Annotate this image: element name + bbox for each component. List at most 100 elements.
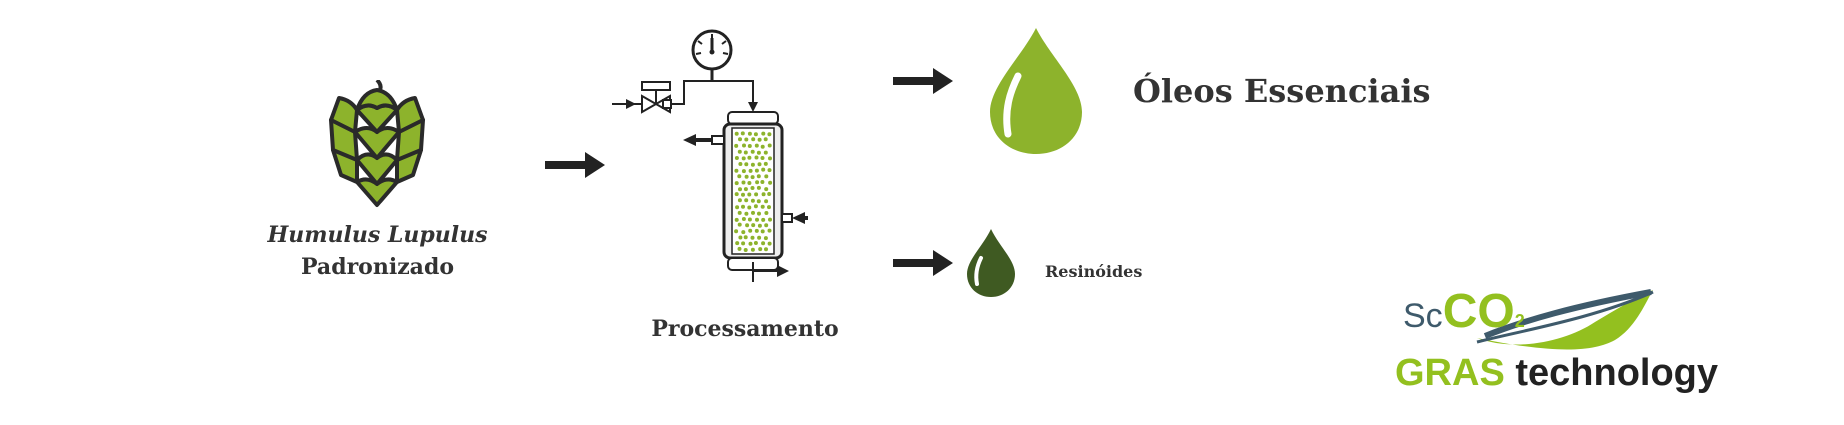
bed-particle	[748, 168, 753, 173]
bed-particle	[747, 217, 752, 222]
bed-particle	[734, 143, 739, 148]
bed-particle	[756, 174, 761, 179]
bed-particle	[763, 161, 768, 166]
bed-particle	[763, 236, 768, 241]
essential-oils-label: Óleos Essenciais	[1133, 72, 1431, 110]
bed-particle	[761, 241, 766, 246]
leaf-icon	[1476, 289, 1654, 350]
bed-particle	[767, 168, 772, 173]
bed-particle	[763, 150, 768, 155]
bed-particle	[747, 155, 752, 160]
bed-particle	[750, 198, 755, 203]
bed-particle	[738, 162, 743, 166]
bed-particle	[750, 235, 755, 240]
bed-particle	[756, 150, 761, 155]
arrow-right-icon	[893, 68, 953, 94]
bed-particle	[748, 228, 753, 233]
bed-particle	[760, 156, 765, 160]
hop-standard-label: Padronizado	[300, 254, 454, 280]
bed-particle	[737, 210, 742, 215]
bed-particle	[743, 235, 748, 240]
bed-particle	[737, 198, 742, 203]
bed-particle	[757, 211, 761, 216]
bed-particle	[744, 162, 749, 167]
bed-particle	[761, 131, 766, 136]
bed-particle	[743, 187, 748, 192]
bed-particle	[740, 131, 745, 136]
drop-icon	[990, 28, 1082, 154]
extraction-column-icon	[612, 29, 808, 282]
bed-particle	[734, 181, 739, 186]
bed-particle	[741, 192, 745, 197]
bed-particle	[744, 211, 749, 216]
bed-particle	[764, 187, 769, 192]
bed-particle	[747, 131, 752, 136]
bed-particle	[757, 223, 762, 228]
outlet-arrow-icon	[752, 262, 789, 277]
bed-particle	[750, 186, 755, 190]
bed-particle	[753, 204, 758, 209]
bed-particle	[735, 205, 740, 210]
hop-species-label: Humulus Lupulus	[267, 222, 488, 248]
bed-particle	[742, 143, 746, 148]
scco2-logo: ScCO2 GRAS technology	[1395, 272, 1718, 402]
bed-particle	[735, 241, 740, 246]
bed-particle	[763, 137, 768, 142]
bed-particle	[754, 168, 759, 173]
bed-particle	[767, 241, 772, 246]
hop-cone-icon	[329, 80, 425, 207]
bed-particle	[764, 223, 769, 228]
arrow-right-icon	[893, 250, 953, 276]
bed-particle	[751, 137, 756, 142]
bed-particle	[737, 222, 742, 227]
bed-particle	[767, 192, 772, 196]
bed-particle	[753, 132, 758, 137]
bed-particle	[758, 247, 763, 252]
bed-particle	[757, 137, 762, 142]
bed-particle	[757, 235, 762, 240]
bed-particle	[764, 174, 769, 179]
drop-icon	[967, 229, 1015, 297]
bed-particle	[747, 192, 752, 197]
bed-particle	[764, 211, 769, 215]
bed-particle	[753, 241, 758, 245]
bed-particle	[750, 162, 755, 167]
bed-particle	[767, 132, 772, 137]
bed-particle	[741, 180, 746, 185]
bed-particle	[751, 223, 756, 228]
resinoids-label: Resinóides	[1045, 262, 1143, 281]
bed-particle	[768, 156, 772, 161]
bed-particle	[761, 192, 766, 197]
bed-particle	[737, 174, 742, 179]
bed-particle	[747, 181, 752, 185]
bed-particle	[738, 137, 742, 142]
bed-particle	[743, 150, 748, 155]
bed-particle	[741, 230, 746, 235]
bed-particle	[743, 248, 748, 252]
bed-particle	[741, 204, 745, 209]
logo-co: CO	[1442, 285, 1515, 338]
bed-particle	[738, 187, 742, 192]
bed-particle	[734, 192, 739, 197]
bed-particle	[744, 198, 749, 203]
logo-technology: technology	[1515, 352, 1719, 394]
bed-particle	[734, 131, 739, 136]
valve-icon	[612, 81, 672, 114]
bed-particle	[750, 247, 755, 252]
bed-particle	[757, 162, 762, 167]
bed-particle	[761, 217, 766, 222]
bed-particle	[734, 229, 739, 234]
bed-particle	[750, 149, 755, 154]
bed-particle	[734, 217, 739, 222]
pressure-gauge-icon	[691, 29, 733, 81]
bed-particle	[764, 199, 769, 204]
bed-particle	[737, 246, 742, 251]
bed-particle	[754, 155, 759, 160]
arrow-right-icon	[545, 152, 605, 178]
bed-particle	[760, 180, 765, 184]
bed-particle	[755, 217, 759, 222]
bed-particle	[734, 156, 739, 160]
bed-particle	[768, 180, 773, 185]
bed-particle	[761, 167, 766, 172]
bed-particle	[756, 199, 761, 204]
